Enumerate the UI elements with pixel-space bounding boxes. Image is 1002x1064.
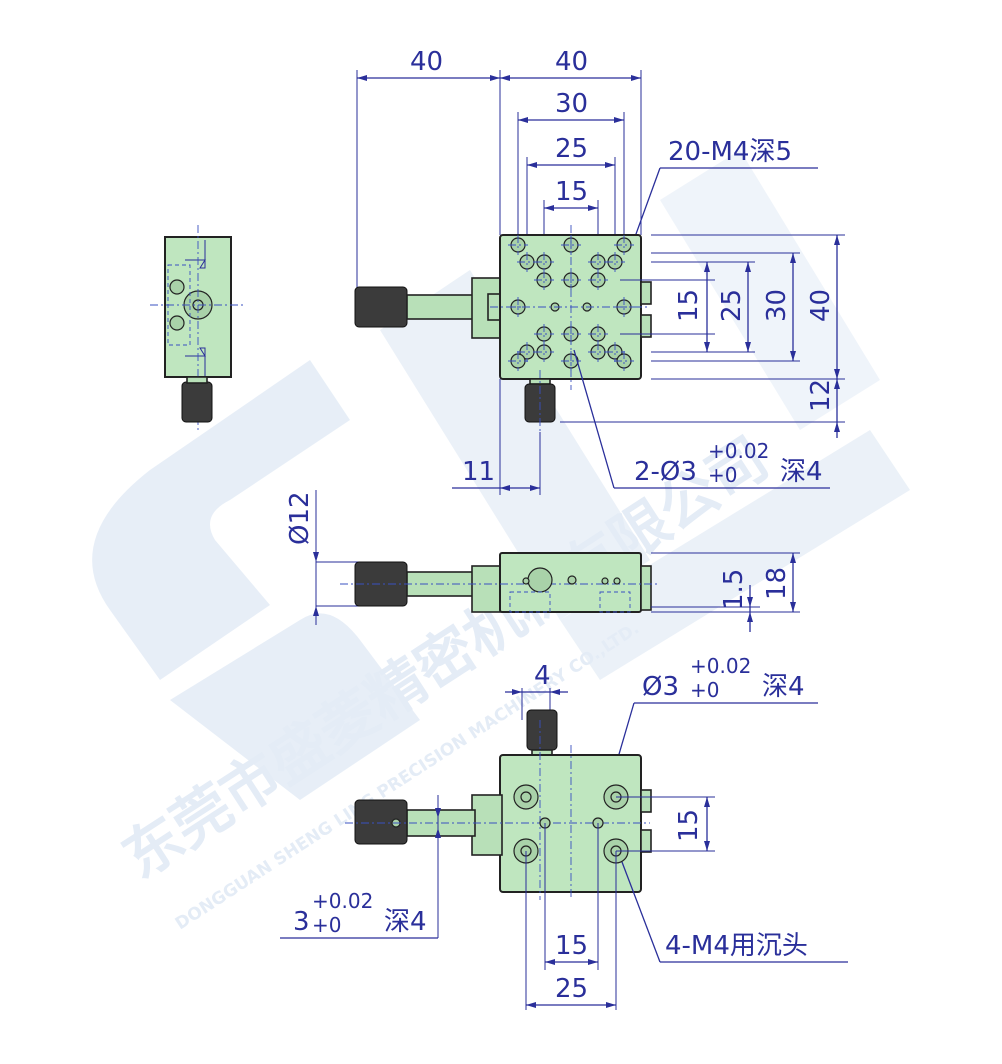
svg-text:+0: +0	[312, 913, 341, 937]
svg-text:+0.02: +0.02	[690, 654, 751, 678]
svg-text:深4: 深4	[762, 672, 805, 702]
svg-text:2-Ø3: 2-Ø3	[634, 457, 697, 487]
dim-25-top: 25	[555, 134, 588, 164]
bottom-view-knob-top	[526, 709, 558, 751]
bottom-view: 4 Ø3 +0.02 +0 深4	[280, 654, 848, 1010]
svg-text:+0: +0	[690, 678, 719, 702]
dim-4: 4	[534, 661, 551, 691]
end-view	[150, 225, 245, 430]
dim-15-bottom: 15	[555, 931, 588, 961]
front-view: Ø12 18 1.5	[285, 490, 800, 632]
callout-4-m4: 4-M4用沉头	[665, 931, 808, 961]
dim-40-right: 40	[806, 289, 836, 322]
bottom-view-body	[499, 754, 642, 893]
svg-text:深4: 深4	[384, 907, 427, 937]
watermark-logo-l	[380, 270, 650, 620]
watermark-logo-s	[92, 360, 350, 680]
top-view-knob	[354, 286, 408, 328]
callout-2-dia3: 2-Ø3 +0.02 +0 深4	[634, 439, 823, 487]
top-view: 40 40 30 25 15 20-M4深5	[354, 47, 845, 495]
svg-text:深4: 深4	[780, 457, 823, 487]
dim-30-right: 30	[762, 289, 792, 322]
dim-25-right: 25	[717, 289, 747, 322]
dim-12-right: 12	[806, 379, 836, 412]
dim-18: 18	[762, 567, 792, 600]
watermark-logo-bar	[560, 430, 910, 680]
watermark-logo-n	[660, 150, 880, 430]
dim-25-bottom: 25	[555, 974, 588, 1004]
watermark-logo-curve	[170, 613, 420, 800]
svg-text:+0: +0	[708, 463, 737, 487]
svg-text:+0.02: +0.02	[312, 889, 373, 913]
dim-11: 11	[462, 457, 495, 487]
dim-15-bottom-right: 15	[674, 809, 704, 842]
bottom-view-knob-left	[354, 799, 408, 845]
dim-15-right: 15	[674, 289, 704, 322]
svg-text:Ø3: Ø3	[642, 672, 679, 702]
dim-15-top: 15	[555, 177, 588, 207]
callout-20-m4: 20-M4深5	[668, 137, 792, 167]
dim-1-5: 1.5	[719, 569, 749, 610]
svg-text:+0.02: +0.02	[708, 439, 769, 463]
dim-dia12: Ø12	[285, 491, 315, 545]
dim-slot-3: 3 +0.02 +0 深4	[293, 889, 427, 937]
dim-40-top: 40	[555, 47, 588, 77]
dim-30-top: 30	[555, 89, 588, 119]
svg-text:3: 3	[293, 907, 310, 937]
end-view-knob	[181, 381, 213, 423]
callout-dia3: Ø3 +0.02 +0 深4	[642, 654, 805, 702]
dim-40-left: 40	[410, 47, 443, 77]
